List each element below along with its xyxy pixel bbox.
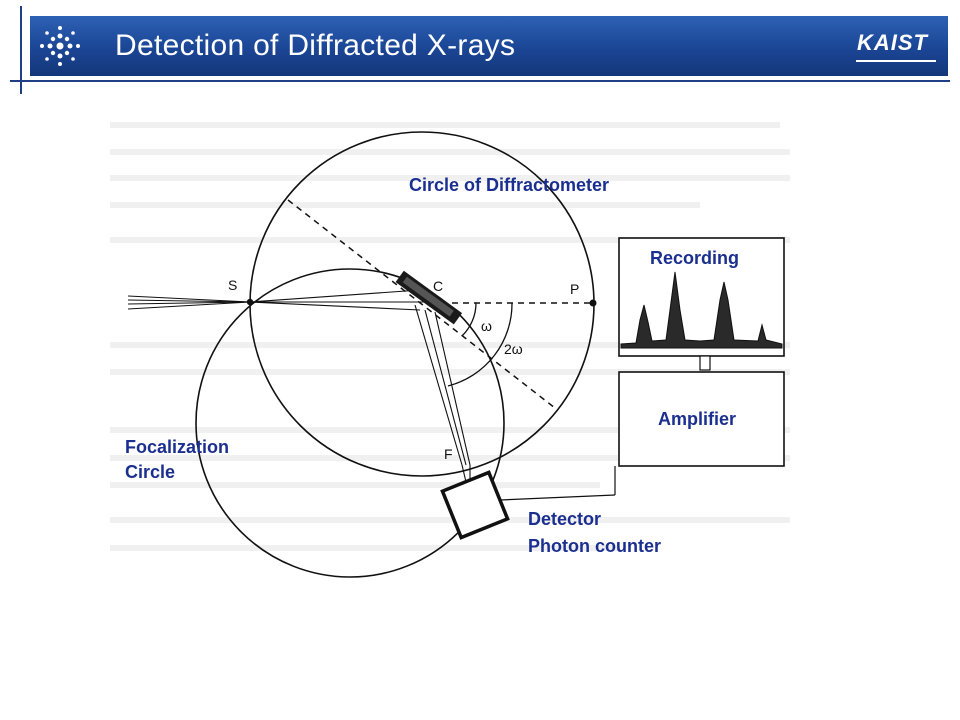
- point-label-s: S: [228, 277, 237, 293]
- page-title: Detection of Diffracted X-rays: [115, 29, 516, 62]
- amplifier-box: [618, 371, 785, 467]
- point-s-marker: [246, 298, 254, 306]
- omega-arc: [461, 302, 477, 337]
- diffracted-beam: [414, 304, 471, 483]
- label-focalization: Focalization: [125, 437, 229, 457]
- point-label-p: P: [570, 281, 579, 297]
- angle-label-omega: ω: [481, 318, 492, 334]
- label-detector: Detector: [528, 509, 601, 529]
- detector-box: [440, 470, 510, 540]
- snowflake-dots-icon: [40, 26, 80, 66]
- kaist-logo-underline: [856, 60, 936, 62]
- focalization-circle: [195, 268, 505, 578]
- label-circle-of-diffractometer: Circle of Diffractometer: [409, 175, 609, 195]
- dashed-line-normal: [287, 199, 556, 409]
- title-bar: Detection of Diffracted X-rays KAIST: [30, 16, 948, 76]
- incident-beam: [127, 289, 430, 311]
- corner-line-horizontal: [10, 80, 950, 82]
- point-p-marker: [589, 299, 597, 307]
- two-omega-arc: [447, 302, 513, 387]
- corner-line-vertical: [20, 6, 22, 94]
- label-circle: Circle: [125, 462, 175, 482]
- angle-label-two-omega: 2ω: [504, 341, 523, 357]
- sample-holder: [395, 270, 463, 325]
- recording-trace: [620, 271, 783, 349]
- point-label-c: C: [433, 278, 443, 294]
- connector-box: [699, 355, 711, 371]
- point-label-f: F: [444, 446, 453, 462]
- label-photon-counter: Photon counter: [528, 536, 661, 556]
- detector-cable: [499, 494, 616, 501]
- label-recording: Recording: [650, 248, 739, 268]
- label-amplifier: Amplifier: [658, 409, 736, 429]
- kaist-logo: KAIST: [857, 30, 928, 55]
